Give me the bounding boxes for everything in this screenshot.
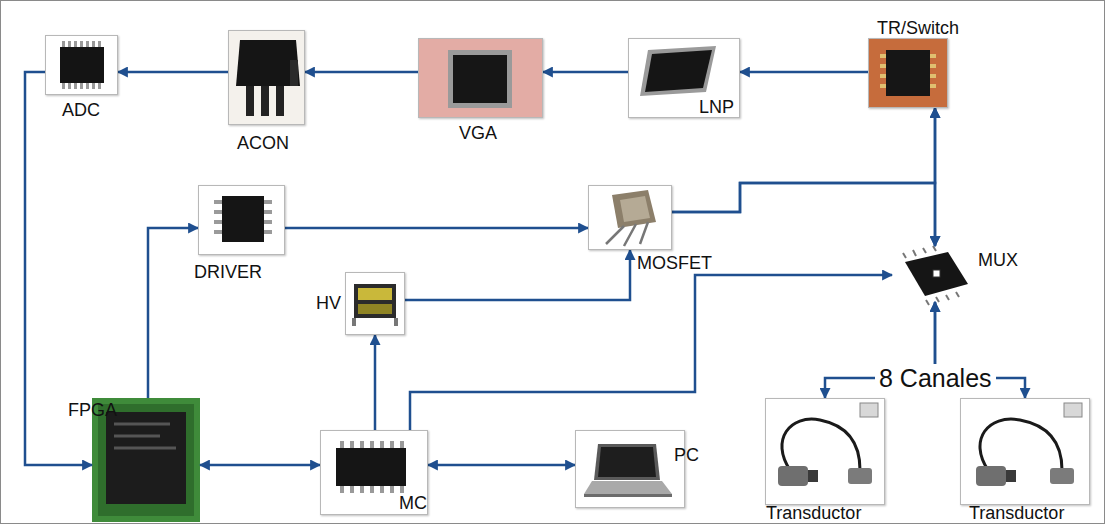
component-box: MUX (892, 246, 978, 302)
component-label: LNP (699, 97, 734, 117)
mc-chip (320, 430, 428, 515)
component-box: LNP (628, 38, 740, 118)
vga-chip (418, 38, 543, 118)
component-box: TR/Switch (868, 38, 948, 108)
component-box: Transductor (765, 398, 885, 505)
component-box: MOSFET (588, 185, 672, 250)
tr-switch-chip (868, 38, 948, 108)
signal-connector (672, 108, 935, 212)
component-label: MOSFET (637, 253, 712, 273)
transducer-cable (960, 398, 1090, 505)
signal-connector (305, 71, 418, 74)
component-box: PC (575, 430, 685, 508)
component-label: VGA (459, 123, 497, 143)
component-label: Transductor (969, 503, 1064, 523)
component-box: FPGA (92, 398, 200, 522)
signal-connector (405, 250, 630, 300)
component-box: DRIVER (198, 185, 285, 255)
signal-connector (740, 71, 868, 74)
signal-connector (118, 71, 228, 74)
acon-chip (228, 30, 305, 125)
component-box: Transductor (960, 398, 1090, 505)
component-label: MC (399, 493, 427, 513)
component-label: ADC (62, 100, 100, 120)
mosfet-transistor (588, 185, 672, 250)
component-label: FPGA (68, 400, 117, 420)
component-label: DRIVER (194, 262, 262, 282)
signal-connector (200, 464, 320, 467)
signal-connector (148, 228, 198, 398)
channel-label: 8 Canales (875, 364, 996, 392)
component-label: Transductor (766, 503, 861, 523)
adc-chip (45, 35, 118, 95)
signal-connector (543, 71, 628, 74)
component-label: HV (316, 293, 341, 313)
component-label: TR/Switch (877, 18, 959, 38)
component-label: MUX (978, 250, 1018, 270)
signal-connector (410, 275, 892, 430)
signal-connector (428, 464, 575, 467)
driver-chip (198, 185, 285, 255)
component-box: ACON (228, 30, 305, 125)
signal-connector (374, 335, 377, 430)
component-box: VGA (418, 38, 543, 118)
component-box: HV (345, 272, 405, 335)
mux-chip (903, 246, 968, 305)
component-box: MC (320, 430, 428, 515)
signal-connector (285, 227, 588, 230)
component-label: PC (674, 445, 699, 465)
transducer-cable (765, 398, 885, 505)
signal-connector (672, 183, 935, 246)
lnp-chip (628, 38, 740, 118)
signal-connector (934, 108, 937, 246)
pc-laptop (575, 430, 685, 508)
component-box: ADC (45, 35, 118, 95)
hv-transformer (345, 272, 405, 335)
component-label: ACON (237, 133, 289, 153)
